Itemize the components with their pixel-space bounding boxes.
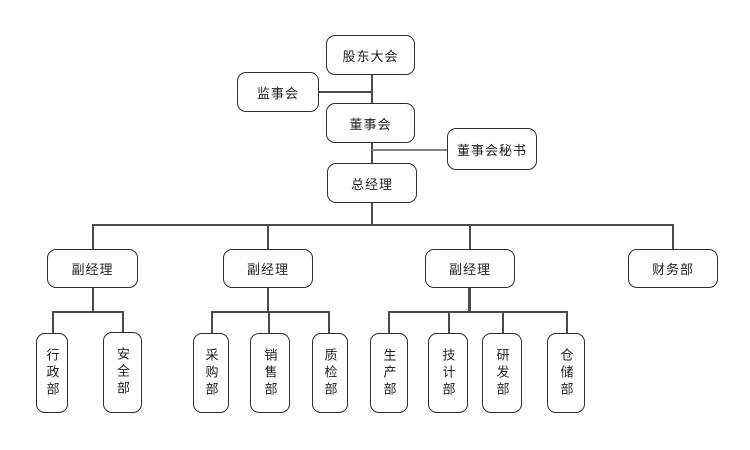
node-deputy-manager-1: 副经理 [47,249,138,288]
connector-line [211,311,329,313]
connector-line [328,311,330,333]
connector-line [52,311,123,313]
connector-line [388,311,390,333]
node-board-of-directors: 董事会 [326,103,415,143]
connector-line [448,311,450,333]
connector-line [92,224,94,249]
connector-line [319,91,372,93]
node-deputy-manager-2: 副经理 [223,249,313,288]
connector-line [122,311,124,333]
connector-line [268,311,270,333]
connector-line [267,224,269,249]
node-general-manager: 总经理 [327,163,417,203]
node-purchasing-dept: 采购部 [193,333,229,413]
connector-line [672,224,674,249]
node-sales-dept: 销售部 [250,333,290,413]
node-safety-dept: 安全部 [103,332,142,413]
connector-line [371,143,373,163]
node-admin-dept: 行政部 [36,333,68,413]
connector-line [267,288,269,312]
connector-line [566,311,568,333]
connector-line [502,311,504,333]
node-warehouse-dept: 仓储部 [547,333,585,413]
node-quality-dept: 质检部 [312,333,348,413]
node-production-dept: 生产部 [370,333,408,413]
connector-line [371,203,373,225]
connector-line [371,75,373,103]
node-rnd-dept: 研发部 [482,333,522,413]
node-supervisory-board: 监事会 [237,72,319,112]
node-shareholders-meeting: 股东大会 [326,35,415,75]
connector-line [469,224,471,249]
connector-line [92,288,94,312]
node-technology-dept: 技计部 [428,333,468,413]
connector-line [372,149,447,151]
connector-line [388,311,567,313]
connector-line [468,288,471,312]
node-finance-dept: 财务部 [628,249,718,288]
connector-line [92,224,673,226]
connector-line [52,311,54,333]
node-board-secretary: 董事会秘书 [447,128,537,170]
connector-line [211,311,213,333]
node-deputy-manager-3: 副经理 [425,249,515,288]
